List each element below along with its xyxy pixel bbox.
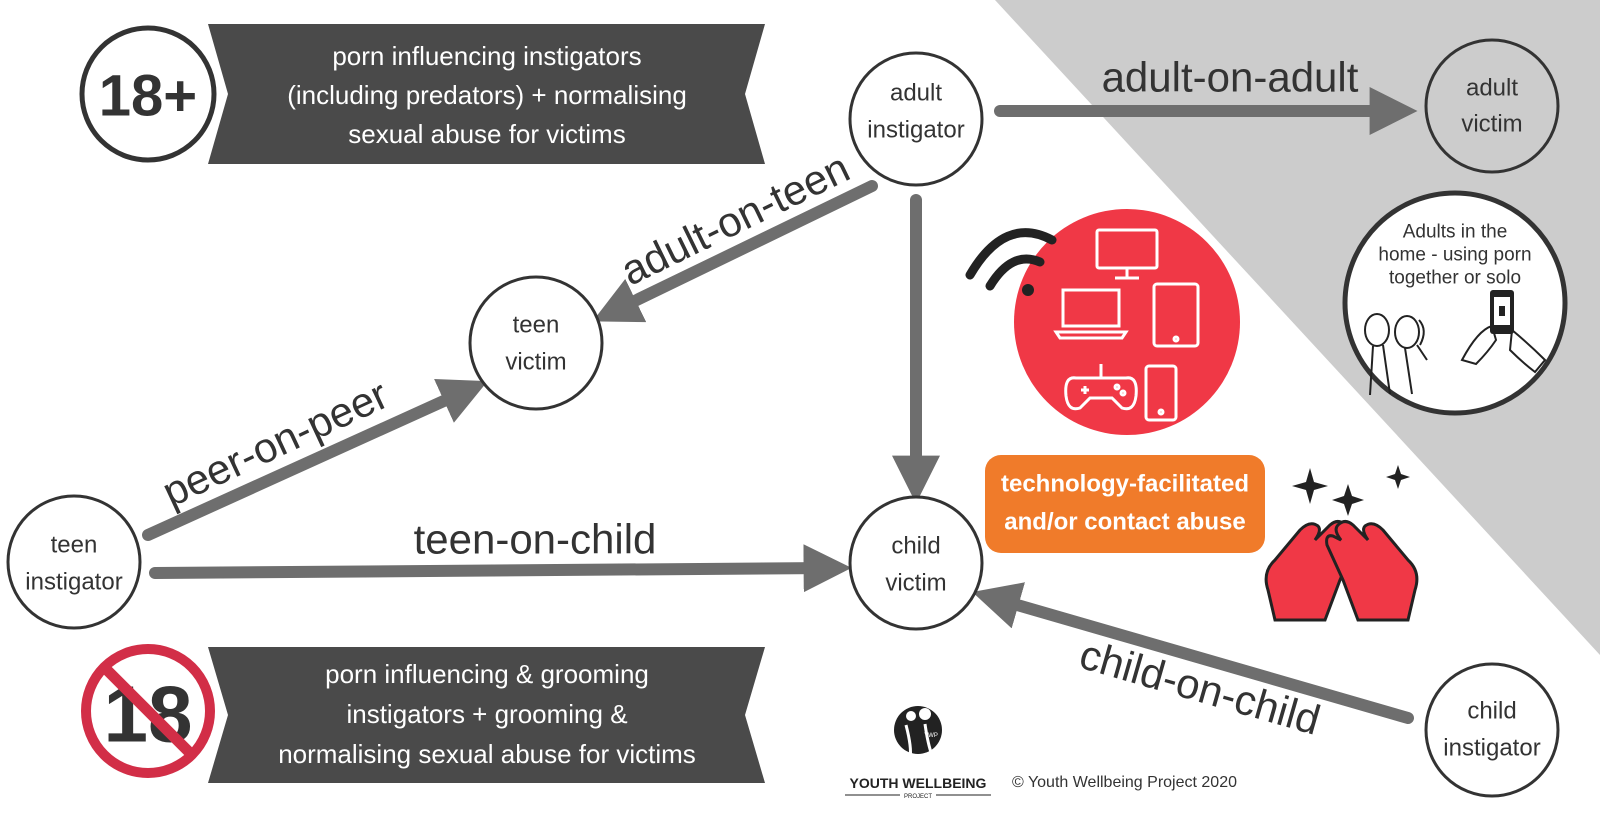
logo-mark-text: YWP <box>924 733 938 739</box>
sparkle-icon <box>1292 465 1410 516</box>
node-adult-instigator: adult instigator <box>848 51 984 187</box>
wifi-icon <box>965 228 1057 296</box>
logo-name: YOUTH WELLBEING <box>850 775 987 791</box>
node-teen-victim-line-1: teen <box>513 312 560 339</box>
device-circle <box>1014 209 1240 435</box>
node-adult-victim: adult victim <box>1424 38 1560 174</box>
node-child-instigator-line-2: instigator <box>1443 735 1540 762</box>
edge-label-adult-on-teen: adult-on-teen <box>613 144 856 295</box>
node-teen-instigator: teen instigator <box>6 494 142 630</box>
hand-phone-icon <box>1460 290 1547 374</box>
game-controller-icon <box>1064 364 1138 411</box>
node-adult-victim-line-1: adult <box>1466 75 1518 102</box>
node-teen-victim-line-2: victim <box>505 349 566 376</box>
node-teen-victim: teen victim <box>468 275 604 411</box>
adult-banner: porn influencing instigators (including … <box>208 24 765 164</box>
node-child-instigator-line-1: child <box>1467 698 1516 725</box>
adults-in-home-circle: Adults in the home - using porn together… <box>1342 190 1568 416</box>
arrow-peer-on-peer <box>142 379 488 541</box>
adult-age-badge: 18+ <box>79 25 217 163</box>
node-adult-instigator-line-1: adult <box>890 80 942 107</box>
arrow-adult-on-teen <box>592 180 878 323</box>
arrow-teen-on-child <box>149 544 852 593</box>
node-teen-instigator-line-1: teen <box>51 532 98 559</box>
node-child-victim: child victim <box>848 495 984 631</box>
child-banner-line-2: instigators + grooming & <box>346 699 627 729</box>
adult-banner-line-1: porn influencing instigators <box>332 41 641 71</box>
arrow-child-on-child <box>972 582 1414 724</box>
adult-badge-label: 18+ <box>99 64 197 129</box>
child-banner-line-1: porn influencing & grooming <box>325 659 649 689</box>
under-18-badge: 18 <box>81 644 215 778</box>
prohibition-slash <box>99 662 197 760</box>
adult-region-background <box>995 0 1600 655</box>
edge-label-teen-on-child: teen-on-child <box>414 516 657 563</box>
node-child-instigator: child instigator <box>1424 662 1560 798</box>
child-banner: porn influencing & grooming instigators … <box>208 647 765 783</box>
adult-banner-line-2: (including predators) + normalising <box>287 80 687 110</box>
smartphone-icon <box>1144 364 1178 422</box>
node-adult-victim-line-2: victim <box>1461 111 1522 138</box>
laptop-icon <box>1053 288 1129 340</box>
child-banner-line-3: normalising sexual abuse for victims <box>278 739 696 769</box>
node-child-victim-line-1: child <box>891 533 940 560</box>
node-child-victim-line-2: victim <box>885 570 946 597</box>
arrows <box>142 87 1418 724</box>
node-teen-instigator-line-2: instigator <box>25 569 122 596</box>
red-hands-icon <box>1264 520 1419 622</box>
monitor-icon <box>1095 228 1159 280</box>
edge-label-adult-on-adult: adult-on-adult <box>1102 54 1359 101</box>
ywp-logo: YWP YOUTH WELLBEING PROJECT <box>845 706 991 800</box>
couple-icon <box>1364 313 1428 396</box>
home-circle-line-1: Adults in the <box>1403 222 1508 243</box>
edge-label-child-on-child: child-on-child <box>1075 630 1326 743</box>
tech-abuse-box: technology-facilitated and/or contact ab… <box>985 455 1265 553</box>
adult-banner-line-3: sexual abuse for victims <box>348 119 625 149</box>
tech-box-line-1: technology-facilitated <box>1001 471 1249 498</box>
tech-box-line-2: and/or contact abuse <box>1004 509 1245 536</box>
home-circle-line-2: home - using porn <box>1378 245 1531 266</box>
node-adult-instigator-line-2: instigator <box>867 117 964 144</box>
tablet-icon <box>1152 282 1200 348</box>
copyright-text: © Youth Wellbeing Project 2020 <box>1012 774 1237 791</box>
logo-sub: PROJECT <box>904 794 932 800</box>
home-circle-line-3: together or solo <box>1389 268 1521 289</box>
